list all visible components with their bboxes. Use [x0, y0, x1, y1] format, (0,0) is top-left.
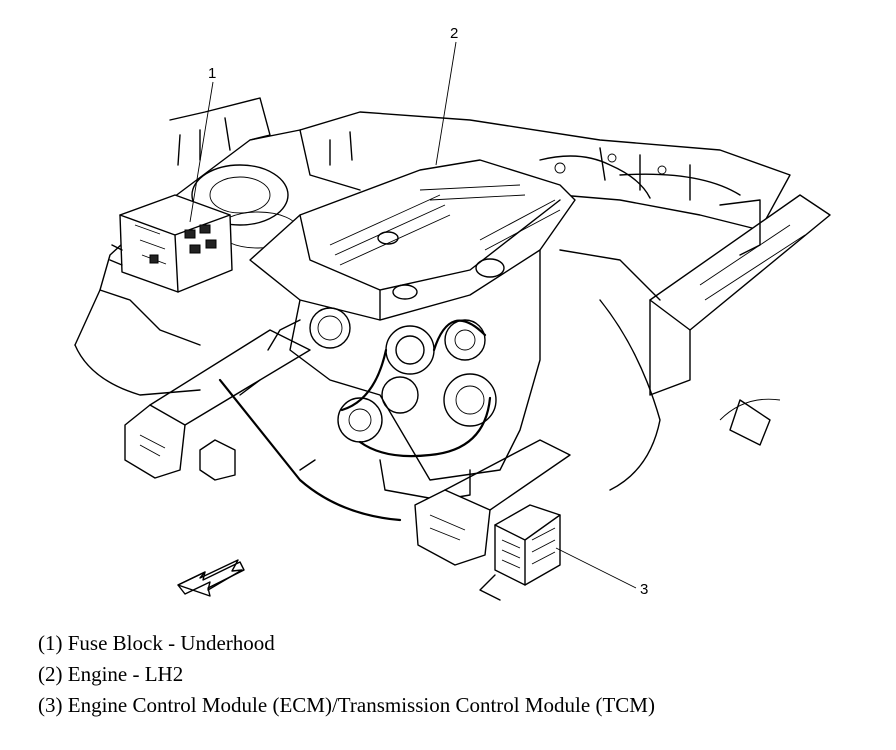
ecm-tcm-module — [479, 504, 561, 601]
legend: (1) Fuse Block - Underhood (2) Engine - … — [38, 628, 878, 721]
callout-3: 3 — [555, 547, 648, 598]
right-frame-rail — [559, 194, 831, 491]
legend-item-ecm-tcm: (3) Engine Control Module (ECM)/Transmis… — [38, 693, 655, 717]
callout-1-number: 1 — [208, 65, 216, 82]
right-frame-mount — [414, 439, 571, 566]
callout-1: 1 — [189, 65, 216, 223]
callout-2-number: 2 — [450, 25, 458, 42]
legend-item-engine: (2) Engine - LH2 — [38, 662, 184, 686]
engine-lh2 — [249, 159, 576, 501]
legend-item-fuse-block: (1) Fuse Block - Underhood — [38, 631, 275, 655]
callout-2: 2 — [435, 25, 458, 166]
callout-3-number: 3 — [640, 581, 648, 598]
left-frame-rail — [124, 329, 402, 522]
firewall-panel — [299, 111, 791, 231]
fuse-block-underhood — [109, 194, 233, 293]
engine-compartment-diagram: 1 2 3 — [74, 25, 831, 601]
front-direction-arrow-icon — [177, 559, 245, 597]
